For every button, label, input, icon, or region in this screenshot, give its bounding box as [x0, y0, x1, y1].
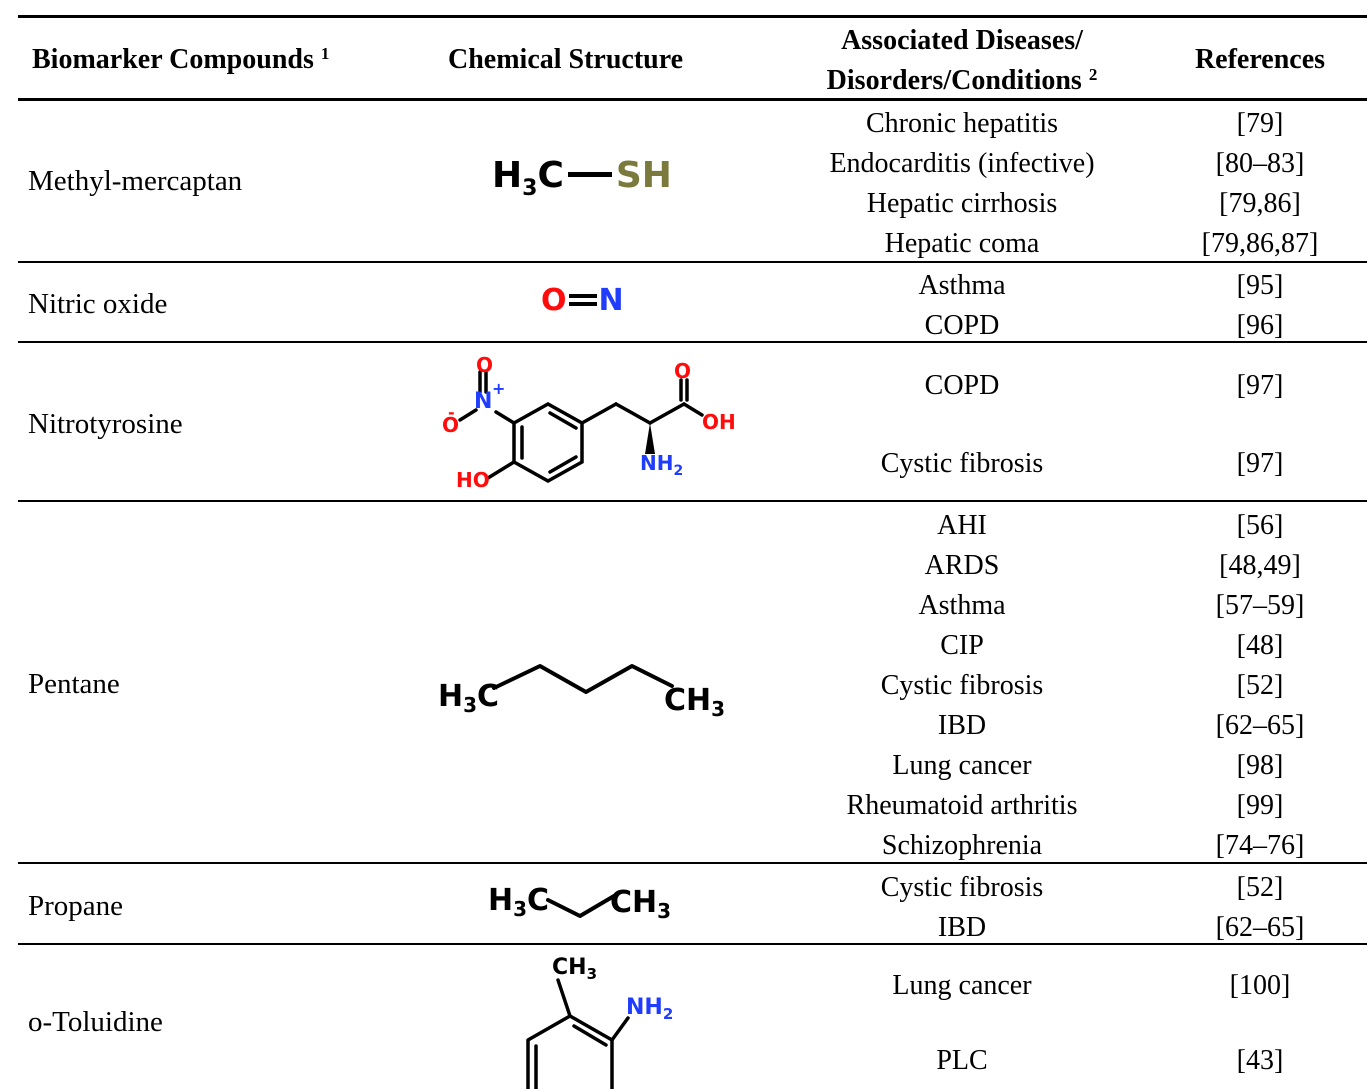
disease-item: Chronic hepatitis — [865, 108, 1059, 139]
reference-item: [62–65] — [1215, 710, 1305, 741]
reference-item: [57–59] — [1215, 590, 1305, 621]
header-references: References — [1194, 44, 1326, 75]
atom-label: CH3 — [610, 885, 671, 923]
disease-item: Lung cancer — [892, 750, 1032, 781]
disease-item: ARDS — [924, 550, 1000, 581]
disease-item: COPD — [924, 310, 1000, 341]
disease-item: Cystic fibrosis — [880, 448, 1044, 479]
reference-item: [100] — [1229, 970, 1291, 1001]
atom-label: O — [674, 359, 691, 383]
atom-label: CH3 — [552, 955, 597, 983]
row-divider — [18, 943, 1367, 945]
reference-item: [97] — [1236, 448, 1284, 479]
disease-item: Endocarditis (infective) — [829, 148, 1095, 179]
reference-item: [79,86,87] — [1201, 228, 1319, 259]
atom-label: CH3 — [664, 683, 725, 721]
header-bottom-rule — [18, 98, 1367, 101]
disease-item: IBD — [937, 912, 987, 943]
row-divider — [18, 500, 1367, 502]
row-divider — [18, 341, 1367, 343]
reference-item: [79,86] — [1219, 188, 1301, 219]
reference-item: [96] — [1236, 310, 1284, 341]
compound-name: Nitrotyrosine — [28, 408, 183, 440]
atom-charge: + — [492, 379, 505, 398]
disease-item: Asthma — [918, 590, 1006, 621]
reference-item: [95] — [1236, 270, 1284, 301]
atom-label: OH — [702, 410, 736, 434]
row-divider — [18, 862, 1367, 864]
disease-item: CIP — [940, 630, 984, 661]
reference-item: [99] — [1236, 790, 1284, 821]
row-divider — [18, 261, 1367, 263]
structure-o-toluidine: CH3 NH2 — [526, 955, 673, 1089]
reference-item: [48] — [1236, 630, 1284, 661]
reference-item: [80–83] — [1215, 148, 1305, 179]
disease-item: AHI — [937, 510, 987, 541]
compound-name: o-Toluidine — [28, 1006, 163, 1038]
disease-item: Hepatic cirrhosis — [866, 188, 1058, 219]
reference-item: [97] — [1236, 370, 1284, 401]
header-diseases: Associated Diseases/ Disorders/Condition… — [826, 25, 1098, 96]
structure-propane: H3C CH3 — [488, 883, 671, 923]
disease-item: IBD — [937, 710, 987, 741]
compound-name: Methyl-mercaptan — [28, 165, 243, 197]
header-structure: Chemical Structure — [448, 44, 684, 75]
compound-name: Propane — [28, 890, 124, 922]
atom-label: H3C — [488, 883, 549, 921]
disease-item: Cystic fibrosis — [880, 872, 1044, 903]
reference-item: [56] — [1236, 510, 1284, 541]
atom-label: HO — [456, 468, 490, 492]
atom-label: NH2 — [640, 451, 683, 479]
atom-label: O — [442, 413, 459, 437]
disease-item: Rheumatoid arthritis — [846, 790, 1078, 821]
reference-item: [43] — [1236, 1045, 1284, 1076]
reference-item: [74–76] — [1215, 830, 1305, 861]
atom-charge: - — [448, 403, 455, 422]
disease-item: COPD — [924, 370, 1000, 401]
compound-name: Pentane — [28, 668, 120, 700]
compound-name: Nitric oxide — [28, 288, 168, 320]
structure-pentane: H3C CH3 — [438, 664, 725, 721]
table-top-rule — [18, 15, 1367, 18]
atom-label: N — [474, 389, 492, 414]
atom-label: NH2 — [626, 995, 673, 1023]
disease-item: Asthma — [918, 270, 1006, 301]
reference-item: [79] — [1236, 108, 1284, 139]
reference-item: [48,49] — [1219, 550, 1301, 581]
disease-item: PLC — [936, 1045, 988, 1076]
reference-item: [62–65] — [1215, 912, 1305, 943]
atom-label: H3C — [438, 679, 499, 717]
header-compound: Biomarker Compounds 1 — [32, 44, 330, 75]
disease-item: Hepatic coma — [884, 228, 1040, 259]
disease-item: Lung cancer — [892, 970, 1032, 1001]
atom-label: O — [476, 353, 493, 377]
disease-item: Schizophrenia — [881, 830, 1043, 861]
disease-item: Cystic fibrosis — [880, 670, 1044, 701]
reference-item: [98] — [1236, 750, 1284, 781]
reference-item: [52] — [1236, 670, 1284, 701]
reference-item: [52] — [1236, 872, 1284, 903]
structure-nitrotyrosine: O N + O - HO NH2 O OH — [442, 353, 736, 492]
